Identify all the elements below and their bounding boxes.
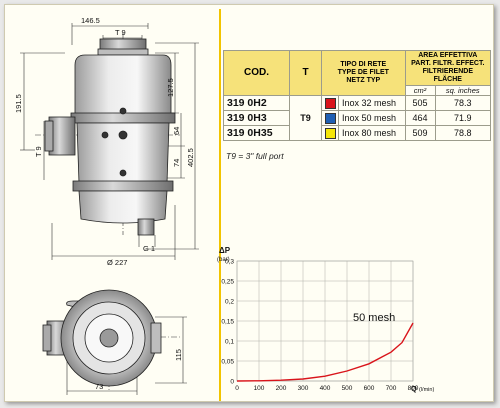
row-swatch-cell <box>321 95 339 111</box>
yellow-divider <box>219 9 221 401</box>
header-tipo-line: NETZ TYP <box>346 77 381 84</box>
header-t: T <box>289 50 322 96</box>
dim-port-top: T 9 <box>115 28 126 37</box>
chart-y-tick-label: 0 <box>230 379 234 386</box>
chart-y-tick-label: 0,25 <box>221 279 234 286</box>
chart-y-tick-label: 0,05 <box>221 359 234 366</box>
header-tipo: TIPO DI RETE TYPE DE FILET NETZ TYP <box>321 50 406 96</box>
row-t-value: T9 <box>289 95 322 141</box>
chart-ylabel: ΔP <box>219 246 231 255</box>
chart-x-tick-label: 600 <box>364 385 375 392</box>
chart-yunit: (bar) <box>217 257 230 263</box>
yellow-swatch-icon <box>324 127 336 139</box>
row-swatch-cell <box>321 110 339 126</box>
chart-y-ticks: 0 0,05 0,1 0,15 0,2 0,25 0,3 <box>221 259 234 386</box>
row-swatch-cell <box>321 125 339 141</box>
header-tipo-line: TIPO DI RETE <box>340 61 387 68</box>
row-mesh: Inox 32 mesh <box>338 95 406 111</box>
spec-table: COD. T TIPO DI RETE TYPE DE FILET NETZ T… <box>223 50 492 141</box>
port-note: T9 = 3" full port <box>226 151 284 161</box>
chart-x-tick-label: 800 <box>408 385 419 392</box>
header-tipo-line: TYPE DE FILET <box>337 69 389 76</box>
header-area-line: AREA EFFETTIVA <box>418 52 478 59</box>
chart-x-tick-label: 400 <box>320 385 331 392</box>
header-area-line: PART. FILTR. EFFECT. <box>411 60 485 67</box>
row-cm2: 464 <box>404 110 436 126</box>
chart-y-tick-label: 0,3 <box>225 259 234 266</box>
unit-cm2: cm² <box>404 85 436 96</box>
header-area-line: FILTRIERENDE FLÄCHE <box>422 68 473 83</box>
dim-base-height: 115 <box>174 349 183 361</box>
chart-x-tick-label: 200 <box>276 385 287 392</box>
technical-drawing: 146.5 T 9 191.5 T 9 127.5 64 74 402.5 G … <box>14 16 199 395</box>
table-row: 319 0H2 T9 Inox 32 mesh 505 78.3 <box>223 95 492 141</box>
chart-x-tick-label: 500 <box>342 385 353 392</box>
dim-upper-height: 127.5 <box>166 78 175 97</box>
red-swatch-icon <box>324 97 336 109</box>
chart-line-50-mesh <box>236 322 414 382</box>
dim-mid-b: 74 <box>172 159 181 167</box>
row-sq: 78.3 <box>434 95 492 111</box>
row-mesh: Inox 50 mesh <box>338 110 406 126</box>
chart-xlabel: Q <box>411 384 417 393</box>
chart-x-tick-label: 100 <box>254 385 265 392</box>
table-row: 319 0H3 Inox 50 mesh 464 71.9 <box>223 110 492 126</box>
chart-y-tick-label: 0,1 <box>225 339 234 346</box>
dim-top-width: 146.5 <box>81 16 100 25</box>
chart-y-tick-label: 0,2 <box>225 299 234 306</box>
row-cm2: 509 <box>404 125 436 141</box>
chart-grid <box>236 260 414 382</box>
dim-body-height: 402.5 <box>186 148 195 167</box>
row-mesh: Inox 80 mesh <box>338 125 406 141</box>
chart-series <box>236 322 414 382</box>
header-area: AREA EFFETTIVA PART. FILTR. EFFECT. FILT… <box>404 50 492 86</box>
chart-x-tick-label: 700 <box>386 385 397 392</box>
chart-x-ticks: 0 100 200 300 400 500 600 700 800 <box>235 385 419 392</box>
row-sq: 78.8 <box>434 125 492 141</box>
chart-x-tick-label: 0 <box>235 385 239 392</box>
dim-base-offset: 73 <box>95 382 103 391</box>
pressure-drop-chart: 0 0,05 0,1 0,15 0,2 0,25 0,3 0 100 200 300 400 500 6… <box>217 246 434 393</box>
chart-series-label: 50 mesh <box>353 312 395 324</box>
dim-side-port: T 9 <box>34 146 43 157</box>
row-code: 319 0H3 <box>223 110 290 126</box>
datasheet-page: 146.5 T 9 191.5 T 9 127.5 64 74 402.5 G … <box>4 4 494 402</box>
blue-swatch-icon <box>324 112 336 124</box>
header-cod: COD. <box>223 50 290 96</box>
chart-xunit: (l/min) <box>419 387 434 393</box>
row-cm2: 505 <box>404 95 436 111</box>
row-code: 319 0H2 <box>223 95 290 111</box>
row-sq: 71.9 <box>434 110 492 126</box>
dim-drain: G 1 <box>143 244 155 253</box>
dim-mid-a: 64 <box>172 127 181 135</box>
dim-diameter: Ø 227 <box>107 258 127 267</box>
chart-x-tick-label: 300 <box>298 385 309 392</box>
chart-y-tick-label: 0,15 <box>221 319 234 326</box>
dim-overall-height: 191.5 <box>14 94 23 113</box>
unit-sq-inches: sq. inches <box>434 85 492 96</box>
table-row: 319 0H35 Inox 80 mesh 509 78.8 <box>223 125 492 141</box>
row-code: 319 0H35 <box>223 125 290 141</box>
